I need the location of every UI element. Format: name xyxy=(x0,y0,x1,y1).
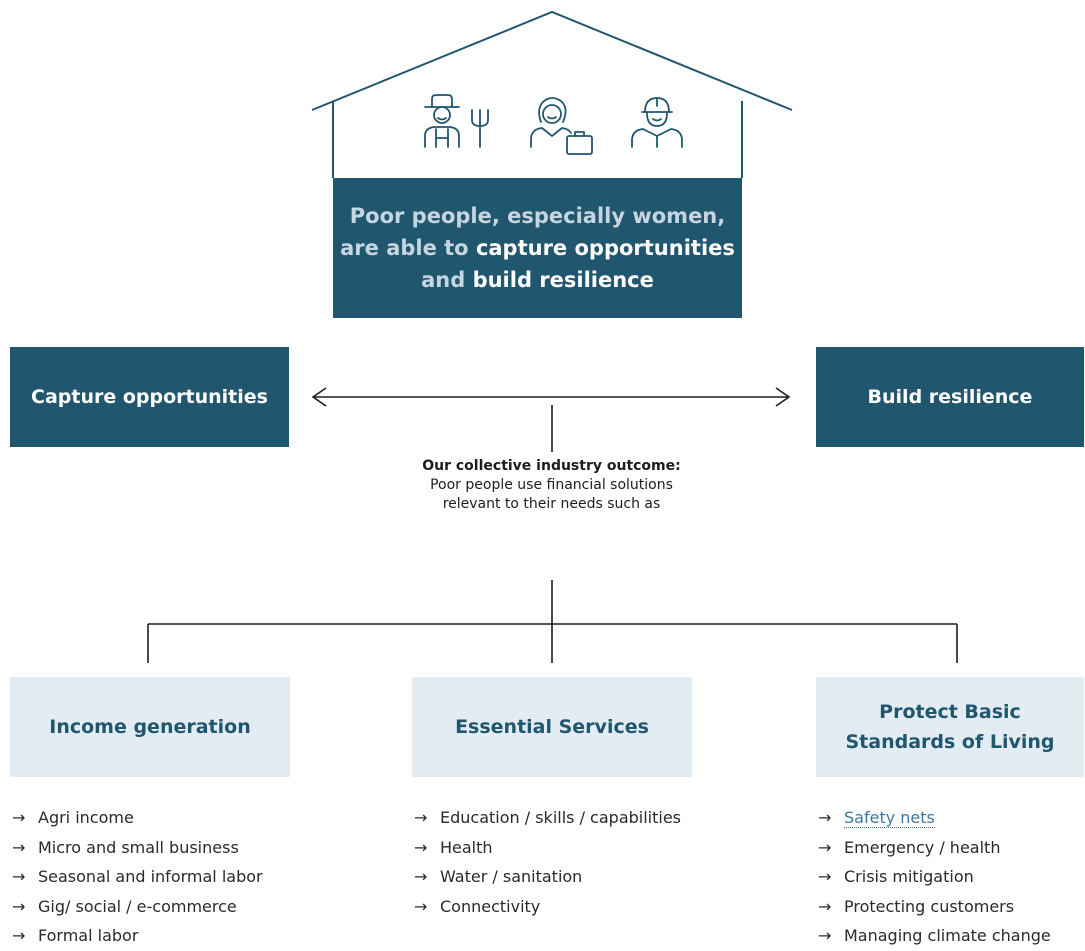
arrow-head-right xyxy=(775,387,791,407)
arrow-right-icon: → xyxy=(818,926,832,945)
goal-text-3: capture opportunities xyxy=(475,236,735,260)
goal-text-5: build resilience xyxy=(472,268,654,292)
income-generation-box: Income generation xyxy=(10,677,290,777)
outcome-title: Our collective industry outcome: xyxy=(422,458,681,474)
essential-services-box: Essential Services xyxy=(412,677,692,777)
goal-text-4: and xyxy=(421,268,473,292)
list-item: →Formal labor xyxy=(12,921,263,951)
list-item: →Protecting customers xyxy=(818,892,1051,922)
list-item: →Seasonal and informal labor xyxy=(12,862,263,892)
arrow-right-icon: → xyxy=(12,926,26,945)
arrow-right-icon: → xyxy=(414,808,428,827)
capture-opportunities-box: Capture opportunities xyxy=(10,347,289,447)
arrow-right-icon: → xyxy=(818,896,832,916)
list-item: →Connectivity xyxy=(414,892,681,922)
arrow-right-icon: → xyxy=(12,808,26,827)
outcome-text: Poor people use financial solutions rele… xyxy=(430,477,673,512)
list-item[interactable]: → Safety nets xyxy=(818,803,1051,833)
protect-standards-title: Protect Basic Standards of Living xyxy=(845,701,1055,753)
house-roof xyxy=(311,10,793,111)
essential-services-title: Essential Services xyxy=(455,716,649,738)
list-item: →Crisis mitigation xyxy=(818,862,1051,892)
list-item: →Health xyxy=(414,833,681,863)
farmer-icon xyxy=(424,94,489,148)
arrow-right-icon: → xyxy=(12,837,26,857)
arrow-right-icon: → xyxy=(414,896,428,916)
arrow-right-icon: → xyxy=(818,837,832,857)
arrow-right-icon: → xyxy=(818,867,832,886)
protect-standards-box: Protect Basic Standards of Living xyxy=(816,677,1084,777)
build-resilience-box: Build resilience xyxy=(816,347,1084,447)
goal-statement-box: Poor people, especially women, are able … xyxy=(333,178,742,318)
list-item: →Micro and small business xyxy=(12,833,263,863)
income-generation-title: Income generation xyxy=(49,716,251,738)
list-item: →Education / skills / capabilities xyxy=(414,803,681,833)
arrow-right-icon: → xyxy=(414,837,428,857)
protect-standards-list: → Safety nets →Emergency / health →Crisis… xyxy=(818,803,1051,951)
collective-outcome: Our collective industry outcome: Poor pe… xyxy=(418,457,685,514)
goal-text-1: Poor people, especially women, xyxy=(349,204,726,228)
build-resilience-label: Build resilience xyxy=(867,386,1033,408)
list-item: →Gig/ social / e-commerce xyxy=(12,892,263,922)
safety-nets-link[interactable]: Safety nets xyxy=(844,808,935,828)
list-item: →Agri income xyxy=(12,803,263,833)
list-item: →Water / sanitation xyxy=(414,862,681,892)
list-item: →Emergency / health xyxy=(818,833,1051,863)
arrow-right-icon: → xyxy=(414,867,428,886)
capture-opportunities-label: Capture opportunities xyxy=(31,386,268,408)
arrow-right-icon: → xyxy=(12,896,26,916)
businesswoman-icon xyxy=(530,97,593,155)
worker-hardhat-icon xyxy=(631,97,683,148)
income-generation-list: →Agri income →Micro and small business →… xyxy=(12,803,263,951)
essential-services-list: →Education / skills / capabilities →Heal… xyxy=(414,803,681,921)
arrow-right-icon: → xyxy=(12,867,26,886)
list-item: →Managing climate change xyxy=(818,921,1051,951)
goal-text-2: are able to xyxy=(340,236,476,260)
arrow-right-icon: → xyxy=(818,808,832,827)
arrow-head-left xyxy=(311,387,327,407)
